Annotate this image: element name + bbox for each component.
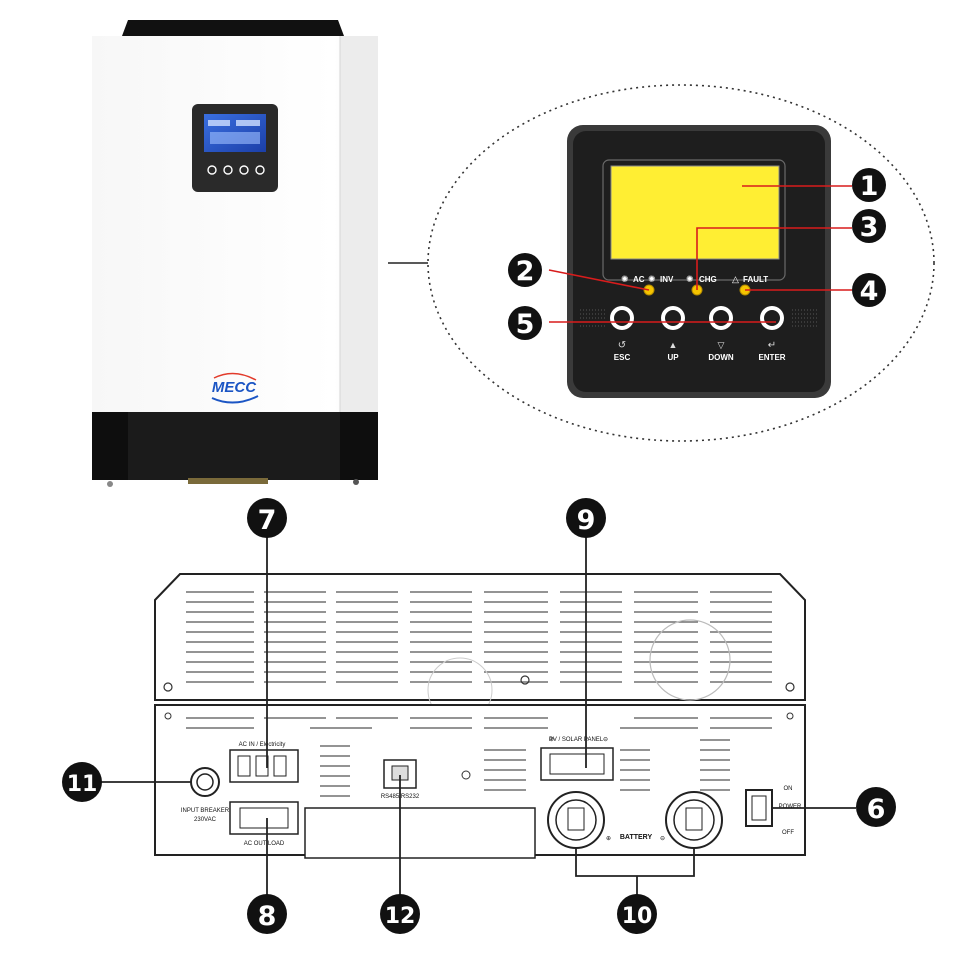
inverter-rear-view: INPUT BREAKER 230VAC AC IN / Electricity… [154,573,806,859]
zoom-circle [427,84,935,442]
indicator-ac: ✺ AC [621,274,645,284]
svg-text:3: 3 [860,212,879,243]
arrow-down-icon: ▽ [718,340,725,350]
callout-11: 11 [62,762,102,802]
inverter-front-view: MECC [92,20,378,487]
callout-1: 1 [852,168,886,202]
switch-power-label: POWER [779,804,802,810]
indicator-fault: △ FAULT [732,274,768,284]
up-button[interactable] [661,306,685,330]
svg-text:11: 11 [67,772,98,797]
svg-text:12: 12 [385,904,416,929]
brand-logo: MECC [212,379,257,396]
rear-vent-lower [186,717,772,797]
input-breaker[interactable] [190,767,220,797]
svg-text:INV: INV [660,275,674,284]
svg-text:7: 7 [258,505,277,536]
callout-12: 12 [380,894,420,934]
switch-off-label: OFF [782,830,794,836]
callout-7: 7 [247,498,287,538]
down-label: DOWN [708,353,734,362]
power-switch[interactable] [745,789,773,827]
svg-text:6: 6 [867,794,886,825]
mounting-bracket [122,20,344,36]
battery-plus-icon: ⊕ [606,836,611,842]
sun-icon: ✺ [621,274,629,284]
rear-vent-upper [186,591,772,683]
ac-out-terminal[interactable] [229,801,299,835]
svg-text:8: 8 [258,901,277,932]
svg-text:10: 10 [622,904,653,929]
callout-lines-rear [100,535,856,895]
pv-plus-icon: ⊕ [549,737,554,743]
up-label: UP [667,353,679,362]
esc-label: ESC [614,353,631,362]
callout-10: 10 [617,894,657,934]
sun-icon: ✺ [648,274,656,284]
enter-button[interactable] [760,306,784,330]
rear-cover-plate [304,807,536,859]
enter-label: ENTER [758,353,785,362]
inverter-body [92,36,378,412]
pv-terminal[interactable] [540,747,614,781]
down-button[interactable] [709,306,733,330]
svg-text:9: 9 [577,505,596,536]
svg-text:2: 2 [516,256,535,287]
switch-on-label: ON [784,786,793,792]
sun-icon: ✺ [686,274,694,284]
esc-button[interactable] [610,306,634,330]
pv-minus-icon: ⊖ [603,737,608,743]
indicator-chg: ✺ CHG [686,274,717,284]
callout-9: 9 [566,498,606,538]
callout-3: 3 [852,209,886,243]
ac-in-label: AC IN / Electricity [239,742,286,748]
svg-text:FAULT: FAULT [743,275,768,284]
svg-text:5: 5 [516,309,535,340]
lcd-screen [610,165,780,260]
speaker-grille-right [792,309,818,327]
battery-positive-terminal[interactable] [547,791,605,849]
arrow-up-icon: ▲ [669,340,678,350]
warning-icon: △ [732,274,739,284]
battery-negative-terminal[interactable] [665,791,723,849]
pv-label: PV / SOLAR PANEL [549,737,604,743]
svg-text:AC: AC [633,275,645,284]
inverter-base [92,412,378,480]
svg-text:1: 1 [860,171,879,202]
callout-8: 8 [247,894,287,934]
battery-minus-icon: ⊖ [660,836,665,842]
ac-in-terminal[interactable] [229,749,299,783]
svg-text:CHG: CHG [699,275,717,284]
callout-5: 5 [508,306,542,340]
callout-6: 6 [856,787,896,827]
rear-upper-housing [154,573,806,701]
enter-icon: ↵ [768,340,776,351]
indicator-inv: ✺ INV [648,274,674,284]
ac-out-label: AC OUT LOAD [244,841,285,847]
breaker-rating-label: 230VAC [194,817,217,823]
battery-label: BATTERY [620,834,653,841]
refresh-icon: ↺ [618,340,626,351]
svg-text:4: 4 [860,276,879,307]
callout-lines-front [548,185,852,323]
callout-2: 2 [508,253,542,287]
control-panel-zoom: ✺ AC ✺ INV ✺ CHG △ FAULT [567,125,831,398]
callout-4: 4 [852,273,886,307]
input-breaker-label: INPUT BREAKER [181,808,230,814]
